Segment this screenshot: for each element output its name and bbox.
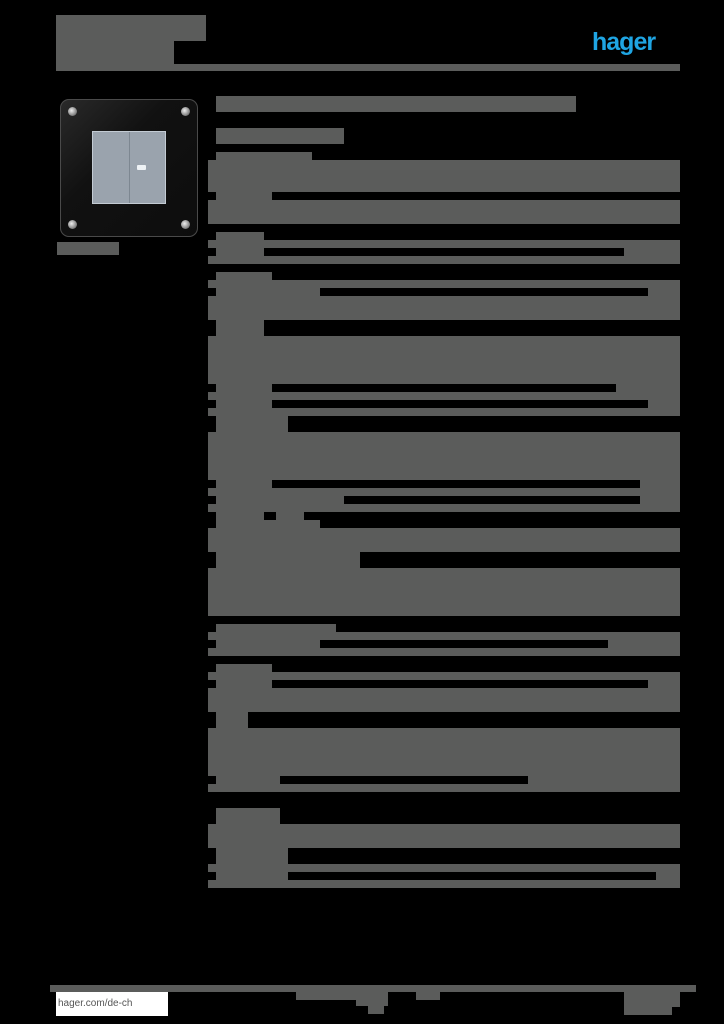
redacted-text-line [640,496,680,504]
redacted-title-text [56,25,206,41]
led-indicator-icon [137,165,146,170]
redacted-title-text [56,15,206,25]
redacted-text-line [208,392,680,400]
redacted-text-line [216,512,264,520]
redacted-text-line [208,568,680,616]
redacted-text-line [624,248,680,256]
redacted-text-line [208,256,680,264]
redacted-text-line [216,192,272,200]
redacted-footer-text [624,1007,672,1015]
redacted-text-line [608,640,680,648]
redacted-text-line [208,408,680,416]
redacted-footer-text [296,992,356,1000]
redacted-text-line [216,776,280,784]
redacted-text-line [216,712,248,728]
redacted-text-line [216,384,272,392]
redacted-text-line [208,688,680,712]
redacted-text-line [616,384,680,392]
redacted-text-line [208,880,680,888]
redacted-footer-text [624,985,680,1007]
redacted-text-line [208,160,680,192]
redacted-text-line [216,520,320,528]
header-rule [56,64,680,71]
redacted-text-line [216,680,272,688]
redacted-text-line [208,728,680,776]
redacted-text-line [216,288,320,296]
redacted-text-line [648,288,680,296]
redacted-text-line [216,624,336,634]
redacted-text-line [216,320,264,336]
redacted-text-line [216,272,272,282]
redacted-text-line [216,808,280,824]
redacted-text-line [216,96,576,112]
redacted-text-line [208,864,680,872]
screw-icon [181,220,190,229]
product-image [60,99,198,237]
redacted-text-line [216,248,264,256]
redacted-text-line [208,648,680,656]
redacted-text-line [208,528,680,552]
rocker-divider [129,132,130,203]
redacted-text-line [216,848,288,864]
redacted-footer-text [416,992,440,1000]
screw-icon [68,220,77,229]
redacted-text-line [216,400,272,408]
redacted-footer-text [296,985,696,992]
redacted-text-line [208,488,680,496]
redacted-text-line [656,872,680,880]
redacted-text-line [276,512,304,520]
redacted-text-line [208,824,680,848]
footer-website-link[interactable]: hager.com/de-ch [56,992,168,1016]
redacted-text-line [216,128,344,144]
redacted-text-line [208,200,680,224]
redacted-text-line [216,640,320,648]
redacted-text-line [208,296,680,320]
redacted-text-line [216,152,312,162]
redacted-text-line [208,336,680,384]
redacted-text-line [648,680,680,688]
redacted-text-line [208,784,680,792]
switch-rocker [92,131,166,204]
redacted-text-line [216,552,360,568]
redacted-caption [57,242,119,255]
redacted-text-line [208,240,680,248]
redacted-text-line [216,872,288,880]
redacted-text-line [208,672,680,680]
redacted-text-line [216,664,272,674]
redacted-text-line [216,232,264,242]
hager-logo[interactable]: hager [592,28,656,56]
redacted-text-line [208,504,680,512]
redacted-text-line [640,480,680,488]
screw-icon [181,107,190,116]
redacted-text-line [216,496,344,504]
redacted-text-line [208,280,680,288]
redacted-title-text [56,41,174,64]
redacted-footer-text [356,992,388,1006]
redacted-text-line [528,776,680,784]
redacted-text-line [216,480,272,488]
screw-icon [68,107,77,116]
redacted-text-line [216,416,288,432]
redacted-text-line [208,632,680,640]
redacted-text-line [208,432,680,480]
redacted-footer-text [368,1006,384,1014]
redacted-text-line [648,400,680,408]
